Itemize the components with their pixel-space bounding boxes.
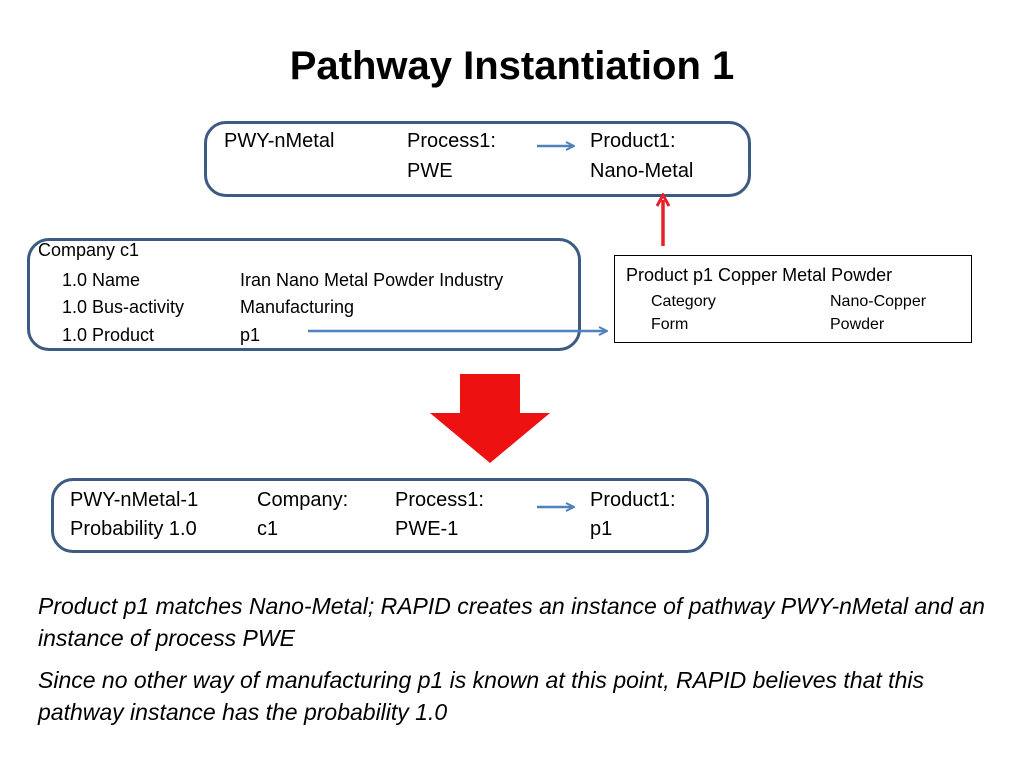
pathway-template-process-label: Process1: bbox=[407, 130, 496, 152]
company-header: Company c1 bbox=[38, 240, 140, 260]
pathway-instance-process-label: Process1: bbox=[395, 489, 484, 511]
note-1: Product p1 matches Nano-Metal; RAPID cre… bbox=[38, 593, 985, 651]
pathway-template-process-value: PWE bbox=[407, 160, 453, 182]
pathway-template-product-label: Product1: bbox=[590, 130, 676, 152]
company-row-key: 1.0 Product bbox=[62, 325, 155, 345]
pathway-instance-name: PWY-nMetal-1 bbox=[70, 489, 199, 511]
pathway-instance-company-value: c1 bbox=[257, 518, 279, 540]
product-row-key: Category bbox=[651, 293, 716, 310]
product-row-value: Nano-Copper bbox=[830, 293, 927, 310]
note-2: Since no other way of manufacturing p1 i… bbox=[38, 667, 924, 725]
product-row-value: Powder bbox=[830, 316, 885, 333]
pathway-template-name: PWY-nMetal bbox=[224, 130, 335, 152]
pathway-instance-company-label: Company: bbox=[257, 489, 349, 511]
pathway-instance-product-label: Product1: bbox=[590, 489, 676, 511]
page-title: Pathway Instantiation 1 bbox=[289, 44, 735, 88]
product-box bbox=[614, 255, 972, 343]
pathway-instance-probability: Probability 1.0 bbox=[70, 518, 197, 540]
company-row-value: Manufacturing bbox=[240, 297, 355, 317]
company-row-key: 1.0 Name bbox=[62, 270, 141, 290]
company-row-value: p1 bbox=[240, 325, 261, 345]
pathway-template-product-value: Nano-Metal bbox=[590, 160, 694, 182]
company-row-value: Iran Nano Metal Powder Industry bbox=[240, 270, 504, 290]
company-row-key: 1.0 Bus-activity bbox=[62, 297, 185, 317]
pathway-instance-product-value: p1 bbox=[590, 518, 613, 540]
pathway-instance-box bbox=[51, 478, 709, 553]
product-row-key: Form bbox=[651, 316, 689, 333]
big-down-arrow bbox=[430, 374, 550, 463]
product-header: Product p1 Copper Metal Powder bbox=[626, 265, 893, 285]
pathway-instance-process-value: PWE-1 bbox=[395, 518, 459, 540]
pathway-template-box bbox=[204, 121, 751, 197]
